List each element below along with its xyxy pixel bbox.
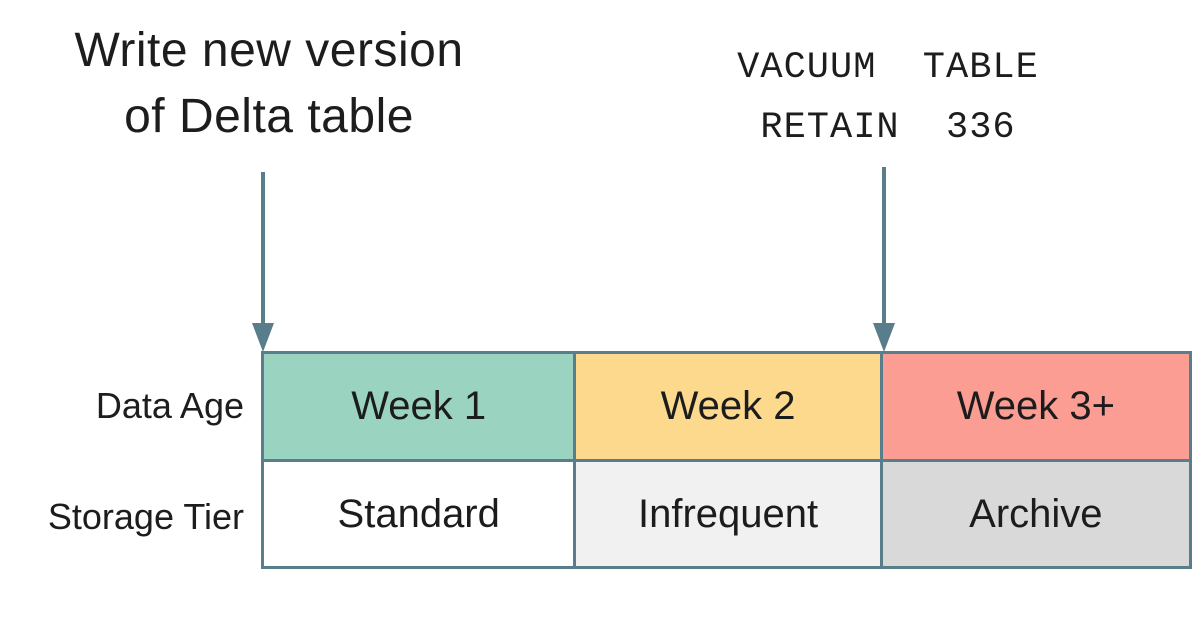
annotation-write-new-version: Write new version of Delta table	[74, 24, 464, 143]
cell-archive: Archive	[882, 462, 1189, 566]
row-label-data-age: Data Age	[95, 385, 244, 426]
cell-week-1: Week 1	[264, 354, 577, 462]
arrow-head-icon	[873, 323, 895, 352]
cell-week-2: Week 2	[576, 354, 883, 462]
arrow-shaft	[882, 167, 886, 324]
annotation-vacuum-command: VACUUM TABLE RETAIN 336	[737, 47, 1039, 149]
arrow-head-icon	[252, 323, 274, 352]
cell-infrequent: Infrequent	[576, 462, 883, 566]
lifecycle-table: Week 1 Week 2 Week 3+ Standard Infrequen…	[261, 351, 1192, 569]
cell-week-3-plus: Week 3+	[882, 354, 1189, 462]
row-label-storage-tier: Storage Tier	[47, 496, 244, 537]
arrow-shaft	[261, 172, 265, 324]
cell-standard: Standard	[264, 462, 577, 566]
